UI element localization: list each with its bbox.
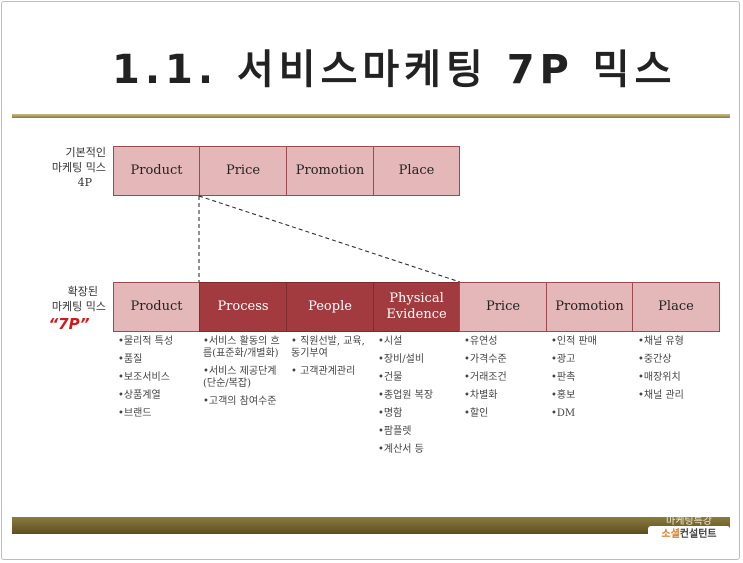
- list-item: •차별화: [464, 390, 498, 401]
- mix7-price: Price: [459, 282, 547, 332]
- title-divider: [12, 114, 730, 118]
- list-item: •고객의 참여수준: [203, 396, 277, 407]
- mix4-label-line: 마케팅 믹스: [51, 161, 106, 174]
- list-item: •중간상: [638, 354, 672, 365]
- list-item: •광고: [551, 354, 576, 365]
- mix7-product: Product: [113, 282, 200, 332]
- promotion-details: •인적 판매 •광고 •판촉 •홍보 •DM: [551, 336, 631, 426]
- list-item: •채널 유형: [638, 336, 684, 347]
- logo-rest: 컨설턴트: [679, 529, 717, 540]
- list-item: •채널 관리: [638, 390, 684, 401]
- mix7-place: Place: [632, 282, 720, 332]
- mix7-process: Process: [199, 282, 287, 332]
- place-details: •채널 유형 •중간상 •매장위치 •채널 관리: [638, 336, 718, 408]
- mix4-label-line: 기본적인: [65, 146, 106, 159]
- list-item: •종업원 복장: [378, 390, 434, 401]
- list-item: •DM: [551, 408, 576, 419]
- list-item: •서비스 제공단계(단순/복잡): [203, 366, 277, 389]
- list-item: •가격수준: [464, 354, 507, 365]
- list-item: •거래조건: [464, 372, 507, 383]
- list-item: •인적 판매: [551, 336, 597, 347]
- list-item: •계산서 등: [378, 444, 424, 455]
- list-item: •시설: [378, 336, 403, 347]
- mix4-product: Product: [113, 146, 200, 196]
- mix4-label: 기본적인 마케팅 믹스 4P: [20, 145, 106, 190]
- mix4-label-line: 4P: [77, 176, 92, 189]
- logo-accent: 소셜: [661, 529, 680, 540]
- list-item: •물리적 특성: [118, 336, 174, 347]
- list-item: •판촉: [551, 372, 576, 383]
- mix7-physical-evidence: Physical Evidence: [373, 282, 460, 332]
- mix7-label-line: 마케팅 믹스: [51, 300, 106, 313]
- list-item: •품질: [118, 354, 143, 365]
- list-item: •보조서비스: [118, 372, 170, 383]
- list-item: • 고객관계관리: [291, 366, 356, 377]
- list-item: •명함: [378, 408, 403, 419]
- company-logo: 소셜컨설턴트: [648, 526, 730, 544]
- people-details: • 직원선발, 교육, 동기부여 • 고객관계관리: [291, 336, 371, 384]
- product-details: •물리적 특성 •품질 •보조서비스 •상품계열 •브랜드: [118, 336, 198, 426]
- footer-text: 마케팅특강: [666, 517, 712, 527]
- list-item: •장비/설비: [378, 354, 425, 365]
- mix4-price: Price: [199, 146, 287, 196]
- mix7-label: 확장된 마케팅 믹스 “7P”: [20, 284, 106, 334]
- price-details: •유연성 •가격수준 •거래조건 •차별화 •할인: [464, 336, 544, 426]
- list-item: •유연성: [464, 336, 498, 347]
- mix4-place: Place: [373, 146, 460, 196]
- physical-evidence-details: •시설 •장비/설비 •건물 •종업원 복장 •명함 •팜플렛 •계산서 등: [378, 336, 458, 462]
- list-item: •팜플렛: [378, 426, 412, 437]
- slide-title: 1.1. 서비스마케팅 7P 믹스: [112, 47, 677, 93]
- mix7-promotion: Promotion: [546, 282, 633, 332]
- list-item: •건물: [378, 372, 403, 383]
- list-item: •서비스 활동의 흐름(표준화/개별화): [203, 336, 280, 359]
- mix4-promotion: Promotion: [286, 146, 374, 196]
- physical-evidence-label: Physical Evidence: [386, 291, 447, 322]
- list-item: •상품계열: [118, 390, 161, 401]
- list-item: •매장위치: [638, 372, 681, 383]
- seven-p-label: “7P”: [48, 315, 90, 333]
- list-item: •할인: [464, 408, 489, 419]
- mix7-label-line: 확장된: [67, 285, 98, 298]
- list-item: • 직원선발, 교육, 동기부여: [291, 336, 365, 359]
- list-item: •브랜드: [118, 408, 152, 419]
- mix7-people: People: [286, 282, 374, 332]
- footer-bar: [12, 517, 730, 534]
- list-item: •홍보: [551, 390, 576, 401]
- process-details: •서비스 활동의 흐름(표준화/개별화) •서비스 제공단계(단순/복잡) •고…: [203, 336, 283, 414]
